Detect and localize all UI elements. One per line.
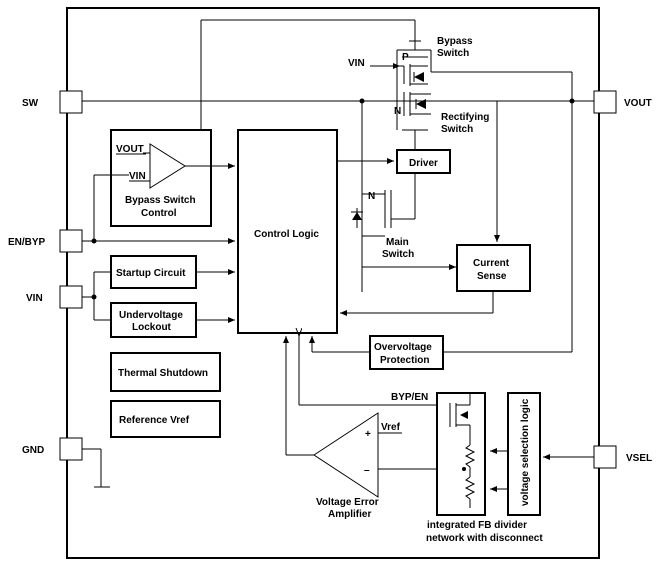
comparator-icon: [149, 143, 186, 189]
n-main-label: N: [368, 191, 375, 202]
pin-vin: [59, 285, 83, 309]
startup-label: Startup Circuit: [116, 268, 186, 279]
pin-en-byp-label: EN/BYP: [8, 237, 46, 248]
main-switch-label-1: Main: [386, 237, 409, 248]
amp-label-1: Voltage Error: [316, 497, 379, 508]
uvlo-label-1: Undervoltage: [119, 310, 183, 321]
rect-switch-label-1: Rectifying: [441, 112, 489, 123]
thermal-block: [110, 352, 221, 392]
control-logic-block: [237, 129, 338, 334]
driver-label: Driver: [409, 158, 438, 169]
vsel-logic-block: [507, 392, 541, 516]
resistor-bottom-icon: [464, 476, 476, 500]
fb-divider-block: [436, 392, 486, 516]
fb-label-1: integrated FB divider: [427, 520, 527, 531]
vref-block: [110, 400, 221, 438]
bypass-diode-icon: [414, 72, 424, 82]
bypass-control-label-1: Bypass Switch: [125, 195, 196, 206]
thermal-label: Thermal Shutdown: [118, 368, 208, 379]
p-label: P: [402, 52, 409, 63]
pin-sw: [59, 90, 83, 114]
ovp-label-2: Protection: [380, 355, 429, 366]
byp-en-label: BYP/EN: [391, 392, 428, 403]
pin-vout-label: VOUT: [624, 98, 652, 109]
main-switch-label-2: Switch: [382, 249, 414, 260]
control-logic-label: Control Logic: [254, 229, 319, 240]
driver-block: [396, 149, 451, 174]
bypass-switch-label-2: Switch: [437, 48, 469, 59]
comp-vin-label: VIN: [129, 171, 146, 182]
comp-vout-label: VOUT: [116, 144, 144, 155]
current-sense-label-2: Sense: [477, 271, 507, 282]
rect-diode-icon: [416, 99, 426, 109]
startup-block: [110, 255, 197, 289]
n-rect-label: N: [394, 106, 401, 117]
pin-vin-label: VIN: [26, 293, 43, 304]
uvlo-label-2: Lockout: [132, 322, 172, 333]
amp-minus: –: [364, 465, 370, 476]
rect-switch-label-2: Switch: [441, 124, 473, 135]
bypass-control-label-2: Control: [141, 208, 177, 219]
ovp-label-1: Overvoltage: [374, 342, 432, 353]
amp-label-2: Amplifier: [328, 509, 371, 520]
pin-vout: [593, 90, 617, 114]
pin-gnd: [59, 437, 83, 461]
vref-in-label: Vref: [381, 422, 401, 433]
bypass-switch-label-1: Bypass: [437, 36, 473, 47]
amp-plus: +: [365, 429, 371, 440]
pin-sw-label: SW: [22, 98, 39, 109]
error-amp-icon: [313, 412, 379, 498]
pin-vsel: [593, 445, 617, 469]
vsel-logic-label: voltage selection logic: [520, 398, 531, 506]
pin-gnd-label: GND: [22, 445, 44, 456]
vin-top-label: VIN: [348, 58, 365, 69]
resistor-top-icon: [464, 444, 476, 468]
current-sense-label-1: Current: [473, 258, 510, 269]
pin-vsel-label: VSEL: [626, 453, 652, 464]
fb-label-2: network with disconnect: [426, 533, 543, 544]
vref-block-label: Reference Vref: [119, 415, 190, 426]
pin-en-byp: [59, 229, 83, 253]
